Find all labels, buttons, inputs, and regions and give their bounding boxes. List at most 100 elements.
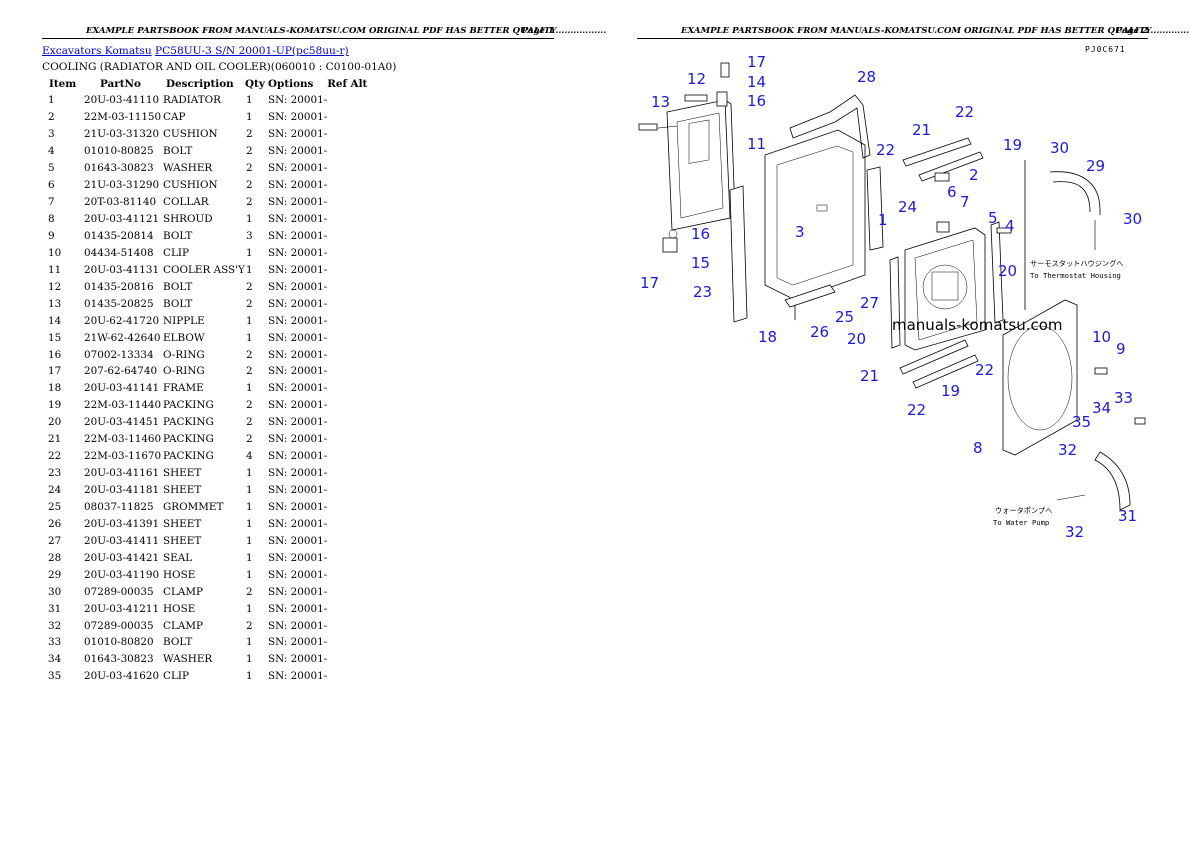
- cell-ref-alt: [327, 566, 377, 583]
- cell-options: SN: 20001-: [268, 246, 328, 259]
- cell-qty: 1: [246, 484, 253, 497]
- cell-item: 33: [48, 636, 62, 649]
- cell-options: SN: 20001-: [268, 111, 328, 124]
- column-header-options: Options: [268, 78, 314, 90]
- cell-description: PACKING: [163, 416, 214, 429]
- cell-item: 19: [48, 399, 62, 412]
- cell-ref-alt: [327, 600, 377, 617]
- cell-ref-alt: [327, 515, 377, 532]
- cell-ref-alt: [327, 617, 377, 634]
- cell-qty: 1: [246, 653, 253, 666]
- cell-ref-alt: [327, 278, 377, 295]
- cell-ref-alt: [327, 312, 377, 329]
- cell-item: 3: [48, 128, 55, 141]
- svg-text:35: 35: [1072, 413, 1091, 431]
- cell-description: ELBOW: [163, 331, 205, 344]
- cell-options: SN: 20001-: [268, 162, 328, 175]
- cell-description: O-RING: [163, 348, 205, 361]
- cell-options: SN: 20001-: [268, 585, 328, 598]
- exploded-parts-diagram: 17 14 16 12 13 28 11 22 21 19 22 30 29 2…: [638, 53, 1146, 541]
- cell-partno: 04434-51408: [84, 246, 154, 259]
- note-thermostat-jp: サーモスタットハウジングへ: [1030, 259, 1123, 268]
- cell-options: SN: 20001-: [268, 297, 328, 310]
- svg-text:1: 1: [878, 211, 888, 229]
- cell-ref-alt: [327, 92, 377, 109]
- svg-text:10: 10: [1092, 328, 1111, 346]
- hose-31-drawing: [1094, 451, 1131, 511]
- section-title: COOLING (RADIATOR AND OIL COOLER)(060010…: [42, 61, 397, 73]
- cell-partno: 01010-80825: [84, 145, 154, 158]
- cell-description: PACKING: [163, 399, 214, 412]
- svg-text:11: 11: [747, 135, 766, 153]
- svg-text:24: 24: [898, 198, 917, 216]
- cell-partno: 01643-30823: [84, 653, 154, 666]
- cell-options: SN: 20001-: [268, 433, 328, 446]
- packing-20-left-drawing: [889, 256, 901, 349]
- cell-options: SN: 20001-: [268, 179, 328, 192]
- cell-partno: 20U-03-41211: [84, 602, 160, 615]
- cell-options: SN: 20001-: [268, 602, 328, 615]
- cell-qty: 2: [246, 162, 253, 175]
- drawing-code: PJ0C671: [1085, 45, 1126, 54]
- cell-item: 16: [48, 348, 62, 361]
- cell-partno: 01643-30823: [84, 162, 154, 175]
- cell-description: PACKING: [163, 450, 214, 463]
- svg-text:20: 20: [998, 262, 1017, 280]
- cell-description: BOLT: [163, 145, 193, 158]
- cell-partno: 07289-00035: [84, 585, 154, 598]
- cell-partno: 20U-03-41190: [84, 568, 160, 581]
- note-pump-en: To Water Pump: [993, 518, 1049, 527]
- cell-options: SN: 20001-: [268, 348, 328, 361]
- cell-options: SN: 20001-: [268, 263, 328, 276]
- cell-item: 4: [48, 145, 55, 158]
- cell-qty: 1: [246, 111, 253, 124]
- cell-ref-alt: [327, 109, 377, 126]
- cell-qty: 1: [246, 636, 253, 649]
- cell-ref-alt: [327, 583, 377, 600]
- cell-description: WASHER: [163, 162, 213, 175]
- sheet-23-drawing: [729, 185, 748, 323]
- cell-qty: 1: [246, 213, 253, 226]
- cell-qty: 2: [246, 145, 253, 158]
- cell-options: SN: 20001-: [268, 484, 328, 497]
- cell-qty: 1: [246, 551, 253, 564]
- breadcrumb-link-model[interactable]: PC58UU-3 S/N 20001-UP(pc58uu-r): [155, 45, 349, 57]
- svg-text:20: 20: [847, 330, 866, 348]
- cell-item: 15: [48, 331, 62, 344]
- svg-text:29: 29: [1086, 157, 1105, 175]
- cell-description: CLAMP: [163, 619, 203, 632]
- cell-ref-alt: [327, 634, 377, 651]
- cell-options: SN: 20001-: [268, 399, 328, 412]
- cell-partno: 01435-20816: [84, 280, 154, 293]
- svg-text:21: 21: [860, 367, 879, 385]
- breadcrumb-link-excavators[interactable]: Excavators Komatsu: [42, 45, 152, 57]
- cell-description: BOLT: [163, 280, 193, 293]
- cell-item: 14: [48, 314, 62, 327]
- cell-item: 13: [48, 297, 62, 310]
- cell-description: FRAME: [163, 382, 204, 395]
- cell-item: 34: [48, 653, 62, 666]
- sheet-24-drawing: [866, 166, 884, 251]
- cell-item: 25: [48, 500, 62, 513]
- cell-description: PACKING: [163, 433, 214, 446]
- table-header-row: Item PartNo Description Qty Options Ref …: [42, 76, 377, 92]
- cell-options: SN: 20001-: [268, 229, 328, 242]
- cell-options: SN: 20001-: [268, 500, 328, 513]
- cell-qty: 1: [246, 467, 253, 480]
- cell-ref-alt: [327, 532, 377, 549]
- cell-description: NIPPLE: [163, 314, 205, 327]
- cell-options: SN: 20001-: [268, 331, 328, 344]
